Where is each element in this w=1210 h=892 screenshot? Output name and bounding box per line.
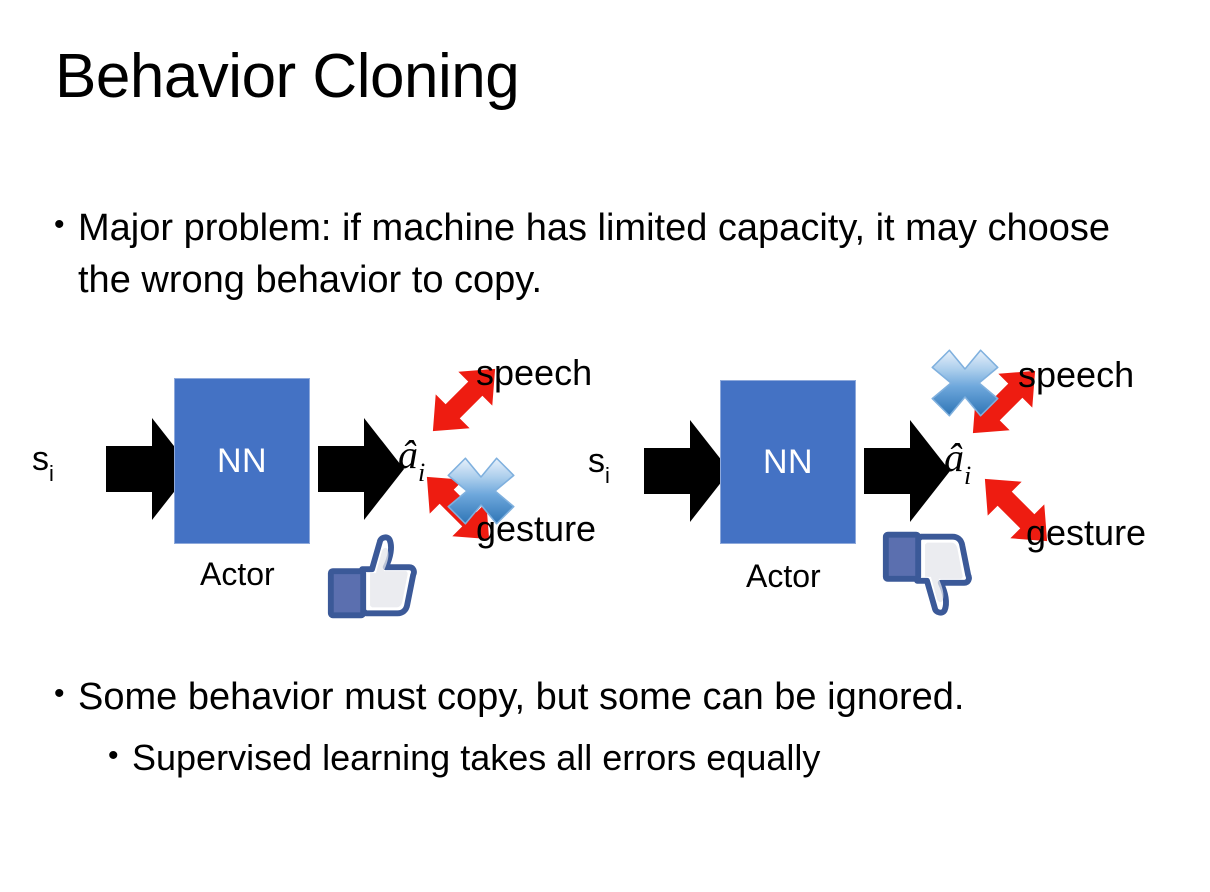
output-label-symbol: â	[944, 435, 964, 480]
nn-box-label: NN	[216, 441, 268, 480]
speech-label-left: speech	[476, 352, 593, 393]
nn-box-right: NN	[720, 380, 856, 544]
cross-out-speech-right-icon	[926, 344, 1004, 422]
output-label-symbol: â	[398, 432, 418, 477]
output-label-left: âi	[398, 432, 425, 486]
input-arrow-right-icon	[644, 416, 730, 526]
actor-label-right: Actor	[746, 558, 821, 594]
state-label-subscript: i	[605, 462, 610, 488]
bullet-marker: •	[108, 739, 119, 772]
input-arrow-left-icon	[106, 414, 192, 524]
thumbs-up-icon	[323, 530, 421, 628]
diagram-right: si NN Actor âi	[568, 340, 1193, 640]
gesture-arrow-right-icon	[966, 460, 1066, 560]
output-label-right: âi	[944, 435, 971, 489]
output-arrow-right-icon	[864, 416, 950, 526]
state-label-letter: s	[588, 442, 605, 480]
bullet-bottom-1: • Some behavior must copy, but some can …	[54, 672, 1164, 724]
nn-box-label: NN	[762, 442, 814, 481]
bullet-bottom-2: • Supervised learning takes all errors e…	[108, 734, 1168, 783]
bullet-bottom-1-text: Some behavior must copy, but some can be…	[78, 676, 965, 718]
state-label-right: si	[588, 442, 610, 488]
diagram-left: si NN Actor âi	[18, 340, 618, 640]
output-arrow-left-icon	[318, 414, 404, 524]
output-label-subscript: i	[964, 461, 972, 490]
state-label-subscript: i	[49, 460, 54, 486]
gesture-label-left: gesture	[476, 508, 597, 549]
gesture-label-right: gesture	[1026, 512, 1147, 553]
state-label-left: si	[32, 440, 54, 486]
bullet-marker: •	[54, 208, 65, 241]
nn-box-left: NN	[174, 378, 310, 544]
page-title: Behavior Cloning	[55, 42, 520, 111]
actor-label-left: Actor	[200, 556, 275, 592]
output-label-subscript: i	[418, 458, 426, 487]
bullet-top-text: Major problem: if machine has limited ca…	[78, 207, 1111, 301]
bullet-top: • Major problem: if machine has limited …	[54, 203, 1124, 306]
speech-label-right: speech	[1018, 354, 1135, 395]
speech-arrow-left-icon	[414, 350, 514, 450]
cross-out-gesture-left-icon	[442, 452, 520, 530]
thumbs-down-icon	[878, 522, 976, 620]
speech-arrow-right-icon	[954, 352, 1054, 452]
bullet-bottom-2-text: Supervised learning takes all errors equ…	[132, 737, 821, 778]
bullet-marker: •	[54, 677, 65, 710]
state-label-letter: s	[32, 440, 49, 478]
